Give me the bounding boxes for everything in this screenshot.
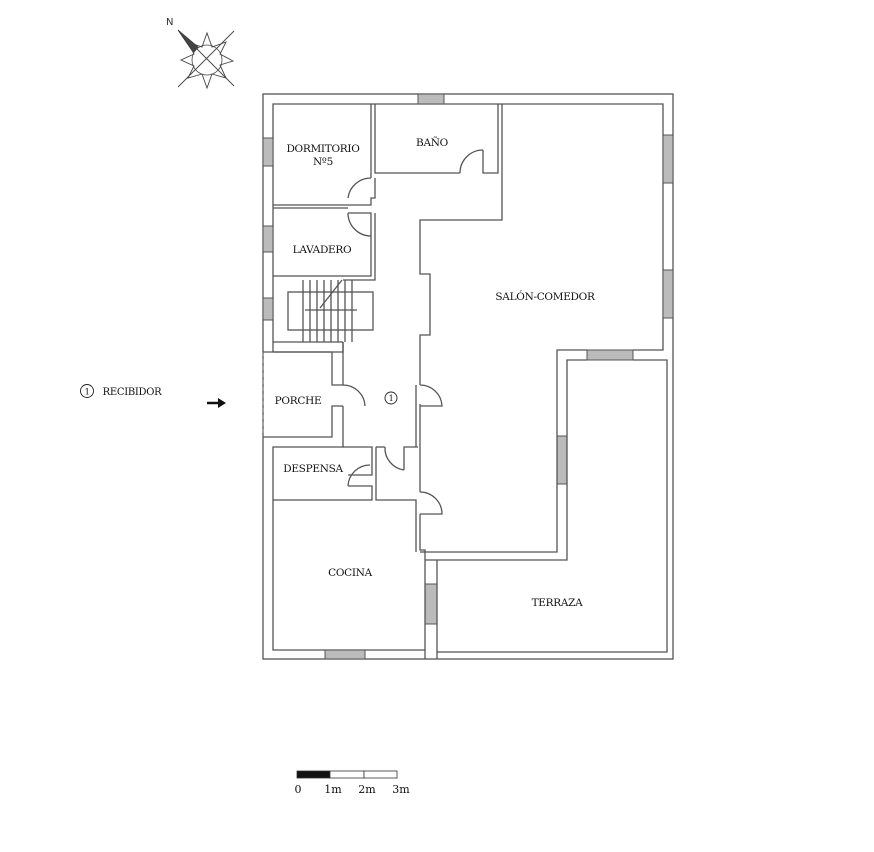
room-label-lavadero: LAVADERO <box>293 244 352 256</box>
windows <box>262 93 674 660</box>
room-label-dormitorio: DORMITORIO <box>286 143 360 155</box>
room-label-cocina: COCINA <box>328 567 373 579</box>
room-label-dormitorio-number: Nº5 <box>313 156 333 168</box>
scale-tick-2: 2m <box>358 783 376 796</box>
scale-tick-0: 0 <box>295 783 302 796</box>
north-label: N <box>166 17 173 28</box>
staircase <box>273 279 374 353</box>
scale-tick-3: 3m <box>392 783 410 796</box>
legend-number: 1 <box>84 388 89 398</box>
recibidor-marker-number: 1 <box>389 394 394 403</box>
interior-walls <box>262 104 587 652</box>
room-label-despensa: DESPENSA <box>283 463 343 475</box>
scale-tick-1: 1m <box>324 783 342 796</box>
room-label-terraza: TERRAZA <box>532 597 584 609</box>
legend-label: RECIBIDOR <box>103 387 163 398</box>
room-label-salon-comedor: SALÓN-COMEDOR <box>495 289 596 303</box>
room-label-porche: PORCHE <box>275 395 322 407</box>
legend-marker <box>80 384 94 398</box>
entrance-arrow-icon <box>207 398 226 408</box>
recibidor-marker <box>384 391 398 405</box>
scale-bar: 0 1m 2m 3m <box>295 770 410 796</box>
room-label-bano: BAÑO <box>416 135 449 149</box>
north-compass-icon: N <box>166 17 235 90</box>
exterior-walls <box>262 93 674 660</box>
